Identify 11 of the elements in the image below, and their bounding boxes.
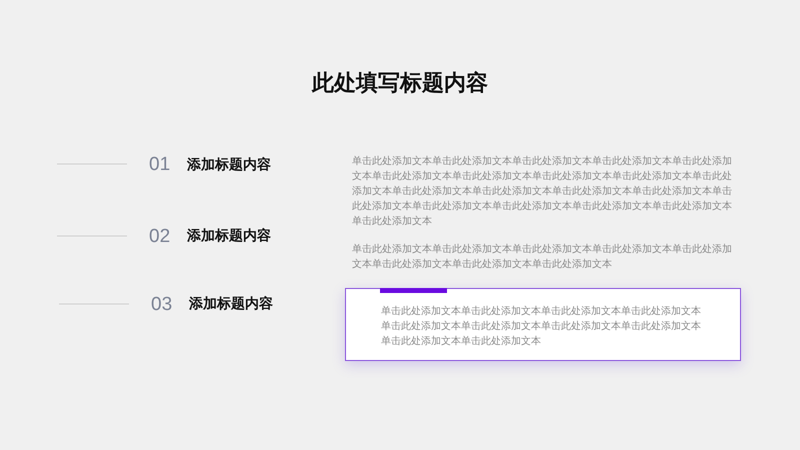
description-text: 单击此处添加文本单击此处添加文本单击此处添加文本单击此处添加文本单击此处添加文本单击此处添加文本单击此处添加文本单击此处添加文本单击此处添加文本单击此处添加文本单击此处添加文本单击此处添加文本单击此处添加文本单击此处添加文本单击此处添加文本单击此处添加文本单击此处添加文本单击此处添加文本单击此处添加文本单击此处添加文本 — [352, 154, 733, 229]
item-number: 02 — [149, 226, 170, 248]
item-heading: 添加标题内容 — [187, 156, 271, 174]
slide-title: 此处填写标题内容 — [310, 70, 489, 98]
item-number: 01 — [149, 154, 170, 176]
item-number: 03 — [151, 294, 172, 316]
text-card — [345, 288, 741, 361]
item-heading: 添加标题内容 — [187, 227, 271, 245]
description-text: 单击此处添加文本单击此处添加文本单击此处添加文本单击此处添加文本单击此处添加文本单击此处添加文本单击此处添加文本单击此处添加文本单击此处添加文本单击此处添加文本 — [381, 304, 702, 349]
description-text: 单击此处添加文本单击此处添加文本单击此处添加文本单击此处添加文本单击此处添加文本单击此处添加文本单击此处添加文本单击此处添加文本 — [352, 242, 733, 272]
item-heading: 添加标题内容 — [189, 295, 273, 313]
